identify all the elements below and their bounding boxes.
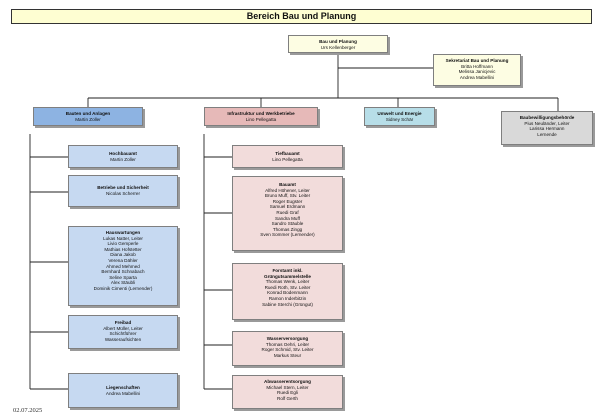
box-line: Sabine Sterchi (Grüngut)	[262, 301, 313, 307]
box-bauten-und-anlagen: Bauten und Anlagen Martin Zoller	[33, 107, 143, 126]
box-hauswartungen: Hauswartungen Lukas Natter, Leiter Livio…	[68, 226, 178, 306]
box-line: Dominik Cimenti (Lernender)	[93, 285, 153, 291]
box-freibad: Freibad Albert Müller, Leiter Schichtfüh…	[68, 315, 178, 349]
box-title: Bauten und Anlagen	[65, 111, 111, 116]
box-line: Ruedi Egli	[277, 390, 298, 396]
box-line: Larissa Hermann	[529, 126, 565, 132]
box-wasserversorgung: Wasserversorgung Thomas Oehri, Leiter Ro…	[232, 331, 343, 366]
box-line: Alex Stäubli	[110, 280, 136, 286]
box-line: Andrea Mabellini	[105, 390, 141, 396]
box-line: Ruedi Graf	[276, 209, 299, 215]
box-line: Sandra Muff	[275, 215, 300, 221]
box-forstamt: Forstamt inkl. Grüngutsammelstelle Thoma…	[232, 263, 343, 320]
page-title: Bereich Bau und Planung	[11, 9, 592, 24]
box-title: Tiefbauamt	[275, 151, 300, 156]
box-title: Sekretariat Bau und Planung	[445, 58, 509, 63]
box-line: Bruno Muff, Stv. Leiter	[264, 193, 311, 199]
box-sekretariat: Sekretariat Bau und Planung Britta Hoffm…	[433, 54, 521, 86]
box-line: Roger Eugster	[272, 198, 303, 204]
box-title: Infrastruktur und Werkbetriebe	[227, 111, 295, 116]
box-line: Bernhard Schnabach	[101, 269, 145, 275]
box-line: Alfred Höhener, Leiter	[265, 187, 310, 193]
box-betriebe-und-sicherheit: Betriebe und Sicherheit Nicolas Scherrer	[68, 175, 178, 207]
box-line: Thomas Zingg	[272, 226, 303, 232]
box-umwelt-und-energie: Umwelt und Energie Sidney Schär	[364, 107, 435, 126]
box-title: Forstamt inkl. Grüngutsammelstelle	[264, 268, 311, 279]
box-line: Lino Pellegatta	[272, 156, 303, 162]
box-title: Hauswartungen	[105, 230, 141, 235]
box-title: Umwelt und Energie	[377, 111, 422, 116]
box-line: Thomas Oehri, Leiter	[265, 341, 310, 347]
footer-date: 02.07.2025	[13, 407, 43, 414]
box-line: Samuel Erdmann	[269, 204, 306, 210]
box-line: Livio Gemperle	[107, 241, 139, 247]
box-line: Michael Stern, Leiter	[266, 384, 309, 390]
box-line: Martin Zoller	[110, 156, 136, 162]
box-title: Bauamt	[279, 182, 296, 187]
box-line: Albert Müller, Leiter	[103, 325, 143, 331]
box-baubewilligungsbehoerde: Baubewilligungsbehörde Pius Neuländer, L…	[501, 111, 593, 145]
box-line: Pius Neuländer, Leiter	[524, 120, 570, 126]
box-line: Mathias Hofstetter	[104, 246, 142, 252]
box-line: Konrad Bodenmann	[267, 290, 308, 296]
box-line: Sandro Stäuble	[271, 221, 304, 227]
box-title: Abwasserentsorgung	[264, 379, 311, 384]
box-line: Ruedi Roth, Stv. Leiter	[264, 284, 311, 290]
box-line: Sven Sommer (Lernender)	[260, 232, 315, 238]
box-line: Wasseraufsichten	[104, 336, 142, 342]
box-line: Lino Pellegatta	[245, 116, 277, 122]
box-title: Freibad	[114, 320, 132, 325]
box-line: Diana Jakob	[110, 252, 136, 258]
box-bau-und-planung: Bau und Planung Urs Kellenberger	[288, 35, 388, 53]
box-title: Betriebe und Sicherheit	[97, 185, 149, 190]
box-line: Andrea Mabellini	[459, 74, 495, 80]
box-infrastruktur: Infrastruktur und Werkbetriebe Lino Pell…	[204, 107, 318, 126]
box-line: Rolf Gerth	[277, 395, 298, 401]
box-bauamt: Bauamt Alfred Höhener, Leiter Bruno Muff…	[232, 176, 343, 251]
box-line: Nicolas Scherrer	[106, 190, 140, 196]
box-hochbauamt: Hochbauamt Martin Zoller	[68, 145, 178, 168]
box-title: Bau und Planung	[319, 39, 357, 44]
box-line: Roger Schmid, Stv. Leiter	[261, 347, 314, 353]
box-tiefbauamt: Tiefbauamt Lino Pellegatta	[232, 145, 343, 168]
box-line: Urs Kellenberger	[320, 44, 356, 50]
box-line: Martin Zoller	[75, 116, 101, 122]
box-line: Markus Steur	[273, 352, 302, 358]
box-line: Britta Hoffmann	[461, 63, 493, 69]
box-title: Baubewilligungsbehörde	[519, 115, 575, 120]
box-title: Liegenschaften	[106, 385, 140, 390]
box-title: Hochbauamt	[109, 151, 137, 156]
box-title: Wasserversorgung	[266, 336, 309, 341]
box-line: Ahmed Mehmed	[106, 263, 140, 269]
box-line: Schichtführer	[109, 331, 137, 337]
box-line: Ramon Inderbitzin	[268, 295, 307, 301]
box-line: Thomas Wenk, Leiter	[265, 279, 310, 285]
box-liegenschaften: Liegenschaften Andrea Mabellini	[68, 373, 178, 408]
box-abwasserentsorgung: Abwasserentsorgung Michael Stern, Leiter…	[232, 375, 343, 409]
box-line: Verena Dähler	[108, 257, 138, 263]
box-line: Melissa Janicjevic	[458, 69, 496, 75]
box-line: Lernende	[537, 131, 557, 137]
box-line: Lukas Natter, Leiter	[103, 235, 143, 241]
box-line: Sidney Schär	[385, 116, 414, 122]
box-line: Seline Sparta	[109, 274, 137, 280]
